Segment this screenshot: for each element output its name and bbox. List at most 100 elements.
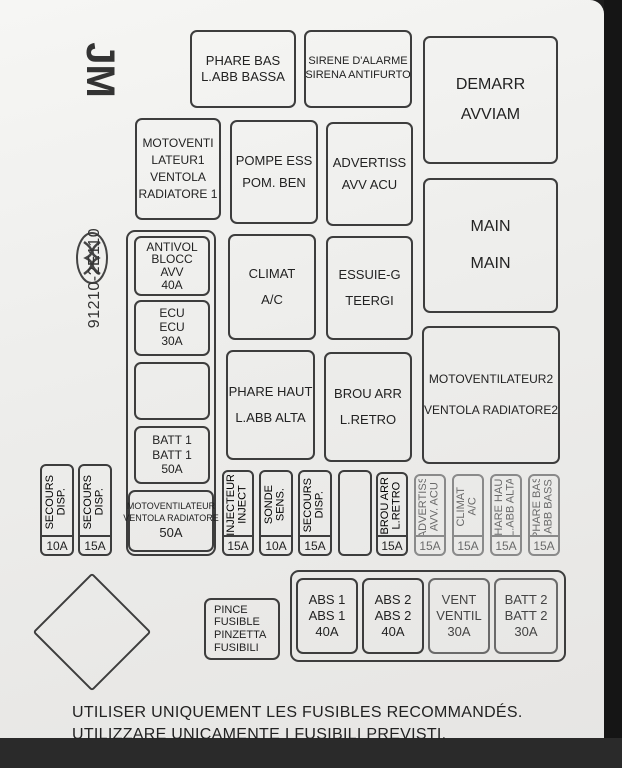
fuse-label: MOTOVENTILATEUR [126, 501, 216, 512]
fuse-rating: 40A [381, 624, 405, 640]
mini-fuse-label-line: INJECT [237, 485, 249, 525]
relay-motoventilateur1: MOTOVENTI LATEUR1 VENTOLA RADIATORE 1 [135, 118, 221, 220]
fuse-rating: 30A [447, 624, 471, 640]
fuse-label: ANTIVOL [146, 239, 198, 254]
fuse-label: VENT [441, 591, 477, 607]
relay-label: PHARE BAS [205, 52, 281, 68]
mini-fuse-rating: 15A [300, 535, 330, 554]
fuse-ecu: ECU ECU 30A [134, 300, 210, 356]
fuse-rating: 50A [161, 462, 183, 477]
relay-main: MAIN MAIN [423, 178, 558, 313]
mini-fuse-label-line: A/C [467, 497, 479, 517]
relay-label: LATEUR1 [151, 153, 205, 168]
fuse-label: ABS 1 [308, 591, 346, 607]
relay-label: L.ABB BASSA [201, 69, 285, 84]
relay-label: MOTOVENTILATEUR2 [428, 371, 554, 386]
relay-climat: CLIMAT A/C [228, 234, 316, 340]
mini-fuse-rating: 15A [80, 535, 110, 554]
fuse-batt2: BATT 2 BATT 2 30A [494, 578, 558, 654]
hyundai-logo-icon [76, 232, 108, 284]
mini-fuse-label-line: DISP. [56, 488, 68, 516]
mini-fuse-rating: 15A [530, 535, 558, 554]
mini-fuse-label-line: DISP. [314, 491, 326, 519]
mini-fuse-rating: 10A [42, 535, 72, 554]
footer-line-it: UTILIZZARE UNICAMENTE I FUSIBILI PREVIST… [72, 726, 447, 743]
relay-label: BROU ARR [334, 386, 402, 401]
relay-essuie-glace: ESSUIE-G TEERGI [326, 236, 413, 340]
footer-line-fr: UTILISER UNIQUEMENT LES FUSIBLES RECOMMA… [72, 704, 523, 721]
mini-fuse-label-line: L.ABB ALTA [505, 479, 517, 535]
mini-fuse-rating: 10A [261, 535, 291, 554]
mini-fuse-rating: 15A [416, 535, 444, 554]
relay-brou-arr: BROU ARR L.RETRO [324, 352, 412, 462]
relay-phare-bas: PHARE BAS L.ABB BASSA [190, 30, 296, 108]
relay-label: L.ABB ALTA [235, 410, 306, 425]
fuse-label: ECU [159, 320, 185, 335]
fuse-empty-slot [134, 362, 210, 420]
relay-label: L.RETRO [339, 412, 397, 427]
relay-label: AVV ACU [341, 177, 398, 192]
fuse-label: VENTOLA RADIATORE [123, 513, 219, 524]
fuse-label: ABS 2 [374, 591, 412, 607]
left-fuse-group [126, 230, 216, 556]
mini-fuse-rating: 15A [224, 535, 252, 554]
mini-fuse-label-wrap [340, 475, 370, 535]
fuse-box-label [0, 0, 604, 768]
relay-phare-haut: PHARE HAUT L.ABB ALTA [226, 350, 315, 460]
relay-demarr: DEMARR AVVIAM [423, 36, 558, 164]
fuse-rating: 30A [161, 333, 183, 348]
fuse-label: BATT 2 [504, 607, 548, 623]
fuse-label: AVV [160, 265, 184, 279]
relay-pompe-ess: POMPE ESS POM. BEN [230, 120, 318, 224]
fuse-motoventilateur: MOTOVENTILATEUR VENTOLA RADIATORE 50A [123, 490, 219, 552]
frame-edge-bottom [0, 738, 622, 768]
bottom-fuse-group [290, 570, 566, 662]
mini-fuse [338, 470, 372, 556]
fuse-label: VENTIL [436, 607, 482, 623]
mini-fuse-label-line: SENS. [275, 488, 287, 522]
mini-fuse-rating: 15A [378, 535, 406, 554]
fuse-label: ABS 2 [374, 607, 412, 623]
relay-label: MAIN [470, 217, 511, 235]
relay-label: TEERGI [345, 293, 394, 308]
fuse-vent: VENT VENTIL 30A [428, 578, 490, 654]
relay-label: PHARE HAUT [228, 384, 313, 399]
frame-edge-right [604, 0, 622, 768]
pince-label: FUSIBILI [214, 641, 259, 654]
fuse-abs2: ABS 2 ABS 2 40A [362, 578, 424, 654]
mini-fuse-label-line: DISP. [94, 488, 106, 516]
fuse-rating: 40A [315, 624, 339, 640]
relay-label: RADIATORE 1 [138, 186, 218, 201]
pince-label: FUSIBLE [214, 616, 260, 629]
fuse-label: ECU [159, 306, 185, 321]
relay-motoventilateur2: MOTOVENTILATEUR2 VENTOLA RADIATORE2 [422, 326, 560, 464]
relay-sirene-alarme: SIRENE D'ALARME SIRENA ANTIFURTO [304, 30, 412, 108]
mini-fuse-label-line: L.RETRO [391, 482, 403, 530]
relay-label: VENTOLA [150, 170, 206, 184]
mini-fuse-label-line: AVV. ACU [429, 482, 441, 532]
